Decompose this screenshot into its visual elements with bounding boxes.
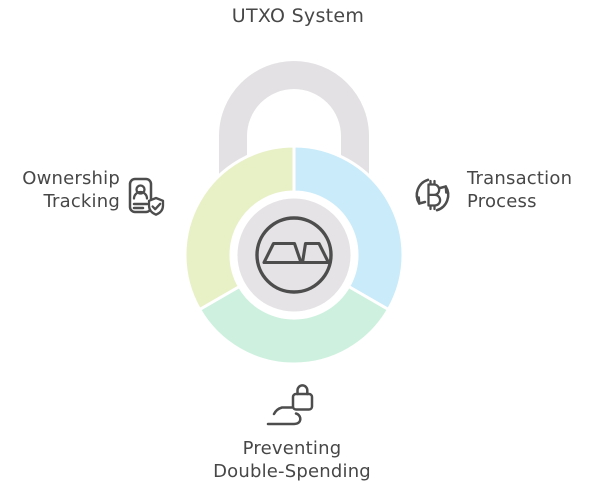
segment-ownership xyxy=(185,146,294,310)
transaction-process-line1: Transaction xyxy=(467,168,573,189)
utxo-link-icon xyxy=(257,218,331,292)
hub-circle xyxy=(236,197,353,314)
bitcoin-refresh-icon xyxy=(410,171,455,217)
transaction-process-label: Transaction Process xyxy=(467,167,572,213)
lock-swipe-icon xyxy=(264,383,314,430)
double-spending-line1: Preventing xyxy=(242,438,342,459)
double-spending-label: Preventing Double-Spending xyxy=(92,437,492,483)
diagram-title: UTXO System xyxy=(231,5,365,27)
double-spending-line2: Double-Spending xyxy=(213,461,371,482)
lock-shackle xyxy=(233,75,355,178)
transaction-process-line2: Process xyxy=(467,191,537,212)
ownership-tracking-line2: Tracking xyxy=(43,191,120,212)
segment-prevention xyxy=(200,287,389,365)
ownership-tracking-line1: Ownership xyxy=(22,168,120,189)
segment-transaction xyxy=(294,146,403,310)
ownership-tracking-label: Ownership Tracking xyxy=(0,167,120,213)
id-card-shield-check-icon xyxy=(127,177,165,219)
